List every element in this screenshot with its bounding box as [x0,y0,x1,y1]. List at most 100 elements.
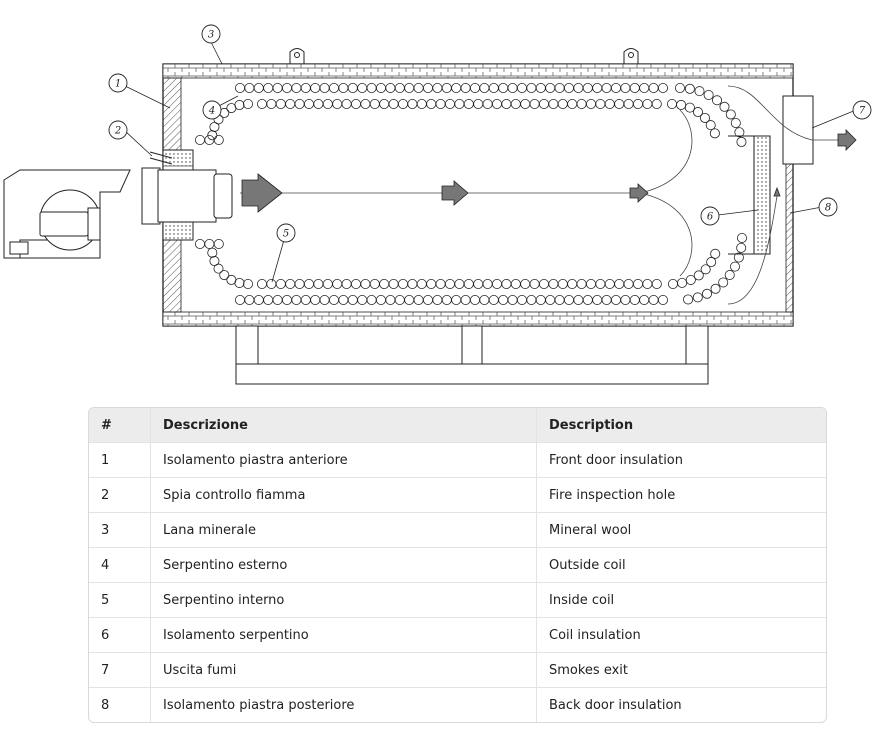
coil-tube [736,242,747,253]
coil-tube [706,257,717,268]
lifting-lug-right [623,48,639,64]
smoke-exit-box [782,95,814,165]
row-description: Inside coil [536,582,826,618]
col-header-description: Description [536,408,826,443]
callouts: 1 2 3 4 5 6 7 8 [108,24,872,243]
callout-6: 6 [700,206,720,226]
callout-4: 4 [202,100,222,120]
coil-tube [684,102,695,113]
callout-8: 8 [818,197,838,217]
coil-tube [226,274,237,285]
coil-tube [658,294,669,305]
table-header-row: # Descrizione Description [89,408,826,443]
coil-tube [683,294,694,305]
row-descrizione: Isolamento piastra posteriore [150,687,537,722]
table-row: 5 Serpentino interno Inside coil [89,582,826,618]
row-number: 6 [89,617,151,653]
coil-tube [733,252,744,263]
callout-2: 2 [108,120,128,140]
coil-insulation [753,135,771,255]
row-number: 4 [89,547,151,583]
table-row: 1 Isolamento piastra anteriore Front doo… [89,442,826,478]
support-frame [235,325,709,385]
coil-tube [242,99,253,110]
row-number: 7 [89,652,151,688]
coil-tube [734,127,745,138]
row-description: Coil insulation [536,617,826,653]
component-table: # Descrizione Description 1 Isolamento p… [88,407,827,723]
callout-1: 1 [108,73,128,93]
coil-tube [703,90,714,101]
coils [194,83,748,305]
coil-tube [709,128,720,139]
coil-tube [213,134,224,145]
coil-tube [702,288,713,299]
callout-label: 8 [825,203,831,214]
coil-tube [724,270,735,281]
coil-tube [693,270,704,281]
callout-3: 3 [201,24,221,44]
row-descrizione: Isolamento serpentino [150,617,537,653]
row-descrizione: Lana minerale [150,512,537,548]
coil-tube [207,247,218,258]
row-description: Mineral wool [536,512,826,548]
coil-tube [219,270,230,281]
coil-tube [684,83,695,94]
table-row: 3 Lana minerale Mineral wool [89,512,826,548]
col-header-number: # [89,408,151,443]
table-row: 7 Uscita fumi Smokes exit [89,652,826,688]
table-row: 4 Serpentino esterno Outside coil [89,547,826,583]
coil-tube [729,261,740,272]
coil-tube [710,248,721,259]
coil-tube [712,95,723,106]
callout-label: 7 [859,106,866,117]
coil-tube [705,120,716,131]
callout-label: 1 [115,79,121,90]
row-number: 2 [89,477,151,513]
coil-tube [692,107,703,118]
coil-tube [685,274,696,285]
coil-tube [213,238,224,249]
coil-tube [658,83,669,94]
coil-tube [675,83,686,94]
table-row: 2 Spia controllo fiamma Fire inspection … [89,477,826,513]
coil-tube [667,278,678,289]
row-descrizione: Serpentino interno [150,582,537,618]
callout-label: 2 [114,126,121,137]
callout-5: 5 [276,223,296,243]
flow-arrows [241,129,857,213]
coil-tube [651,99,662,110]
coil-tube [718,277,729,288]
table-row: 8 Isolamento piastra posteriore Back doo… [89,687,826,722]
row-number: 8 [89,687,151,722]
boiler-diagram: 1 2 3 4 5 6 7 8 [3,24,872,385]
row-description: Outside coil [536,547,826,583]
coil-tube [719,101,730,112]
callout-label: 4 [208,106,215,117]
row-descrizione: Isolamento piastra anteriore [150,442,537,478]
coil-tube [730,117,741,128]
coil-tube [694,86,705,97]
row-description: Fire inspection hole [536,477,826,513]
coil-tube [700,264,711,275]
col-header-descrizione: Descrizione [150,408,537,443]
callout-label: 6 [707,212,714,223]
row-descrizione: Spia controllo fiamma [150,477,537,513]
table-row: 6 Isolamento serpentino Coil insulation [89,617,826,653]
coil-tube [692,292,703,303]
row-number: 1 [89,442,151,478]
coil-tube [242,278,253,289]
coil-tube [213,263,224,274]
row-number: 5 [89,582,151,618]
flue-gas-flow [240,85,838,305]
burner [3,151,233,259]
mineral-wool-top [162,63,794,79]
coil-tube [736,136,747,147]
row-descrizione: Serpentino esterno [150,547,537,583]
coil-tube [651,278,662,289]
coil-tube [699,112,710,123]
callout-label: 5 [283,229,289,240]
callout-leaders [124,41,857,283]
row-description: Smokes exit [536,652,826,688]
coil-tube [737,232,748,243]
